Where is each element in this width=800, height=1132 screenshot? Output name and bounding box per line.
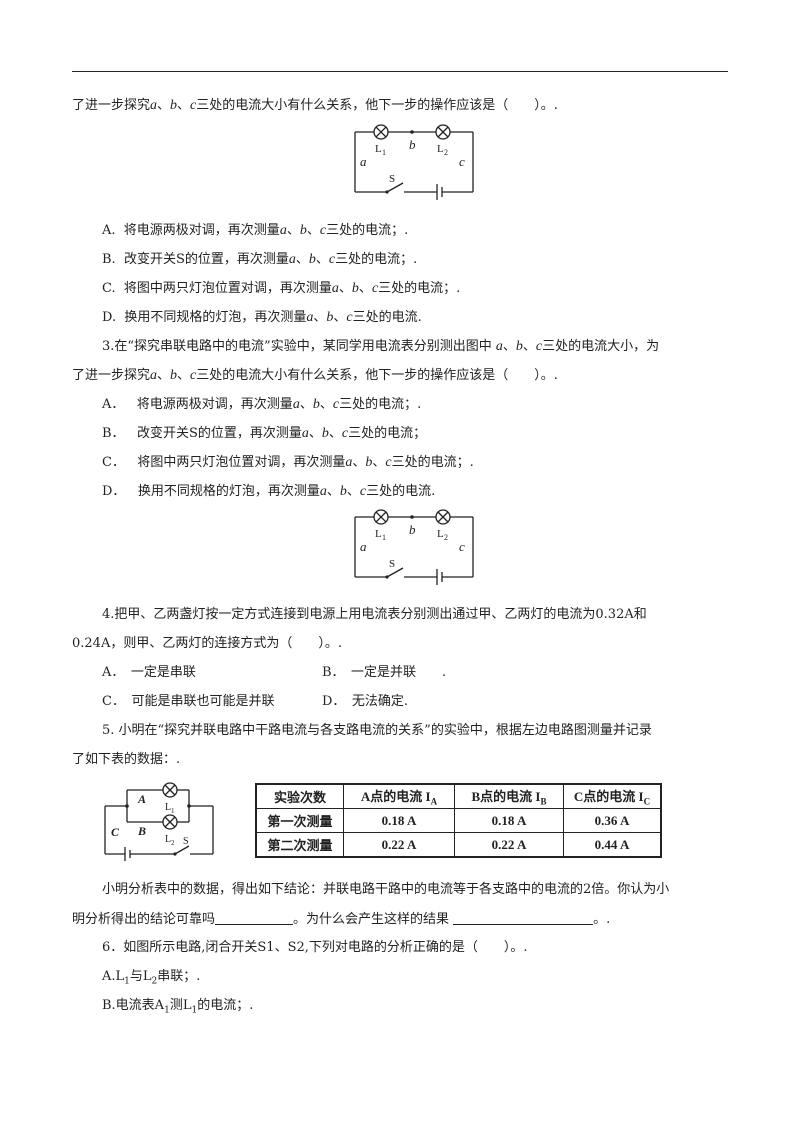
table-cell: 0.36 A — [563, 808, 662, 833]
q4-stem-line2: 0.24A，则甲、乙两灯的连接方式为（ ）。. — [72, 636, 342, 651]
table-header-row: 实验次数 A点的电流 IA B点的电流 IB C点的电流 IC — [255, 783, 662, 809]
svg-text:A: A — [137, 792, 146, 806]
measurement-table: 实验次数 A点的电流 IA B点的电流 IB C点的电流 IC 第一次测量 0.… — [255, 783, 662, 858]
svg-text:1: 1 — [171, 807, 175, 815]
table-cell: 0.18 A — [454, 808, 564, 833]
q5-paragraph-line2: 明分析得出的结论可靠吗。为什么会产生这样的结果 。. — [72, 911, 611, 927]
q3-stem-line2: 了进一步探究a、b、c三处的电流大小有什么关系，他下一步的操作应该是（ ）。. — [72, 368, 558, 383]
q3-option-a: A． 将电源两极对调，再次测量a、b、c三处的电流；. — [102, 397, 422, 412]
q5-stem-line2: 了如下表的数据：. — [72, 752, 181, 767]
table-cell: 0.22 A — [454, 832, 564, 858]
svg-text:a: a — [360, 154, 367, 169]
table-cell: 第一次测量 — [255, 808, 344, 833]
table-header-cell: C点的电流 IC — [563, 783, 662, 809]
header-rule — [72, 71, 728, 72]
table-cell: 0.44 A — [563, 832, 662, 858]
svg-text:L: L — [165, 834, 171, 845]
q3-option-d: D． 换用不同规格的灯泡，再次测量a、b、c三处的电流. — [102, 484, 436, 499]
table-header-cell: 实验次数 — [255, 783, 344, 809]
q4-option-b: B． 一定是并联 . — [322, 665, 447, 680]
q3-stem-line1: 3.在“探究串联电路中的电流”实验中，某同学用电流表分别测出图中 a、b、c三处… — [102, 339, 660, 354]
lamp-label-l2: L — [437, 143, 444, 155]
svg-text:S: S — [389, 558, 395, 570]
q2-option-d: D. 换用不同规格的灯泡，再次测量a、b、c三处的电流. — [102, 310, 422, 325]
q4-option-d: D． 无法确定. — [322, 694, 409, 709]
svg-text:b: b — [409, 137, 416, 152]
table-cell: 第二次测量 — [255, 832, 344, 858]
q2-option-a: A. 将电源两极对调，再次测量a、b、c三处的电流；. — [102, 223, 409, 238]
svg-text:c: c — [459, 539, 465, 554]
lamp-label-l1: L — [375, 143, 382, 155]
q6-stem: 6．如图所示电路,闭合开关S1、S2,下列对电路的分析正确的是（ ）。. — [102, 940, 528, 955]
svg-text:c: c — [459, 154, 465, 169]
q3-option-c: C． 将图中两只灯泡位置对调，再次测量a、b、c三处的电流；. — [102, 455, 474, 470]
svg-text:L: L — [437, 528, 444, 540]
svg-text:2: 2 — [171, 839, 175, 847]
svg-text:L: L — [165, 802, 171, 813]
svg-text:1: 1 — [382, 148, 386, 157]
q2-option-c: C. 将图中两只灯泡位置对调，再次测量a、b、c三处的电流；. — [102, 281, 461, 296]
svg-text:2: 2 — [444, 148, 448, 157]
answer-blank-2[interactable] — [453, 911, 594, 925]
svg-text:1: 1 — [382, 533, 386, 542]
svg-text:b: b — [409, 522, 416, 537]
table-cell: 0.22 A — [343, 832, 455, 858]
svg-text:L: L — [375, 528, 382, 540]
svg-text:S: S — [183, 836, 189, 847]
lamp-icon-l1 — [373, 124, 389, 140]
q2-stem: 了进一步探究a、b、c三处的电流大小有什么关系，他下一步的操作应该是（ ）。. — [72, 98, 558, 113]
table-header-cell: B点的电流 IB — [454, 783, 564, 809]
lamp-icon-l2 — [435, 124, 451, 140]
parallel-circuit-diagram: A B C L 1 L 2 S — [104, 782, 214, 861]
svg-text:a: a — [360, 539, 367, 554]
table-header-cell: A点的电流 IA — [343, 783, 455, 809]
series-circuit-diagram-1: L 1 L 2 b a c S — [354, 124, 474, 200]
table-row: 第一次测量 0.18 A 0.18 A 0.36 A — [255, 808, 662, 833]
q5-paragraph-line1: 小明分析表中的数据，得出如下结论：并联电路干路中的电流等于各支路中的电流的2倍。… — [102, 882, 670, 897]
q4-stem-line1: 4.把甲、乙两盏灯按一定方式连接到电源上用电流表分别测出通过甲、乙两灯的电流为0… — [102, 607, 647, 622]
q2-option-b: B. 改变开关S的位置，再次测量a、b、c三处的电流；. — [102, 252, 418, 267]
lamp-icon-l1 — [373, 509, 389, 525]
switch-label: S — [389, 173, 395, 185]
q6-option-a: A.L1与L2串联；. — [102, 969, 201, 987]
svg-text:2: 2 — [444, 533, 448, 542]
svg-text:B: B — [137, 824, 146, 838]
q3-option-b: B． 改变开关S的位置，再次测量a、b、c三处的电流； — [102, 426, 427, 441]
series-circuit-diagram-2: L 1 L 2 b a c S — [354, 509, 474, 585]
q6-option-b: B.电流表A1测L1的电流；. — [102, 998, 254, 1016]
q5-stem-line1: 5. 小明在“探究并联电路中干路电流与各支路电流的关系”的实验中，根据左边电路图… — [102, 723, 652, 738]
q4-option-c: C． 可能是串联也可能是并联 — [102, 694, 275, 709]
q4-option-a: A． 一定是串联 — [102, 665, 196, 680]
svg-text:C: C — [111, 825, 120, 839]
table-cell: 0.18 A — [343, 808, 455, 833]
table-row: 第二次测量 0.22 A 0.22 A 0.44 A — [255, 832, 662, 858]
lamp-icon-l2 — [435, 509, 451, 525]
answer-blank-1[interactable] — [215, 911, 294, 925]
